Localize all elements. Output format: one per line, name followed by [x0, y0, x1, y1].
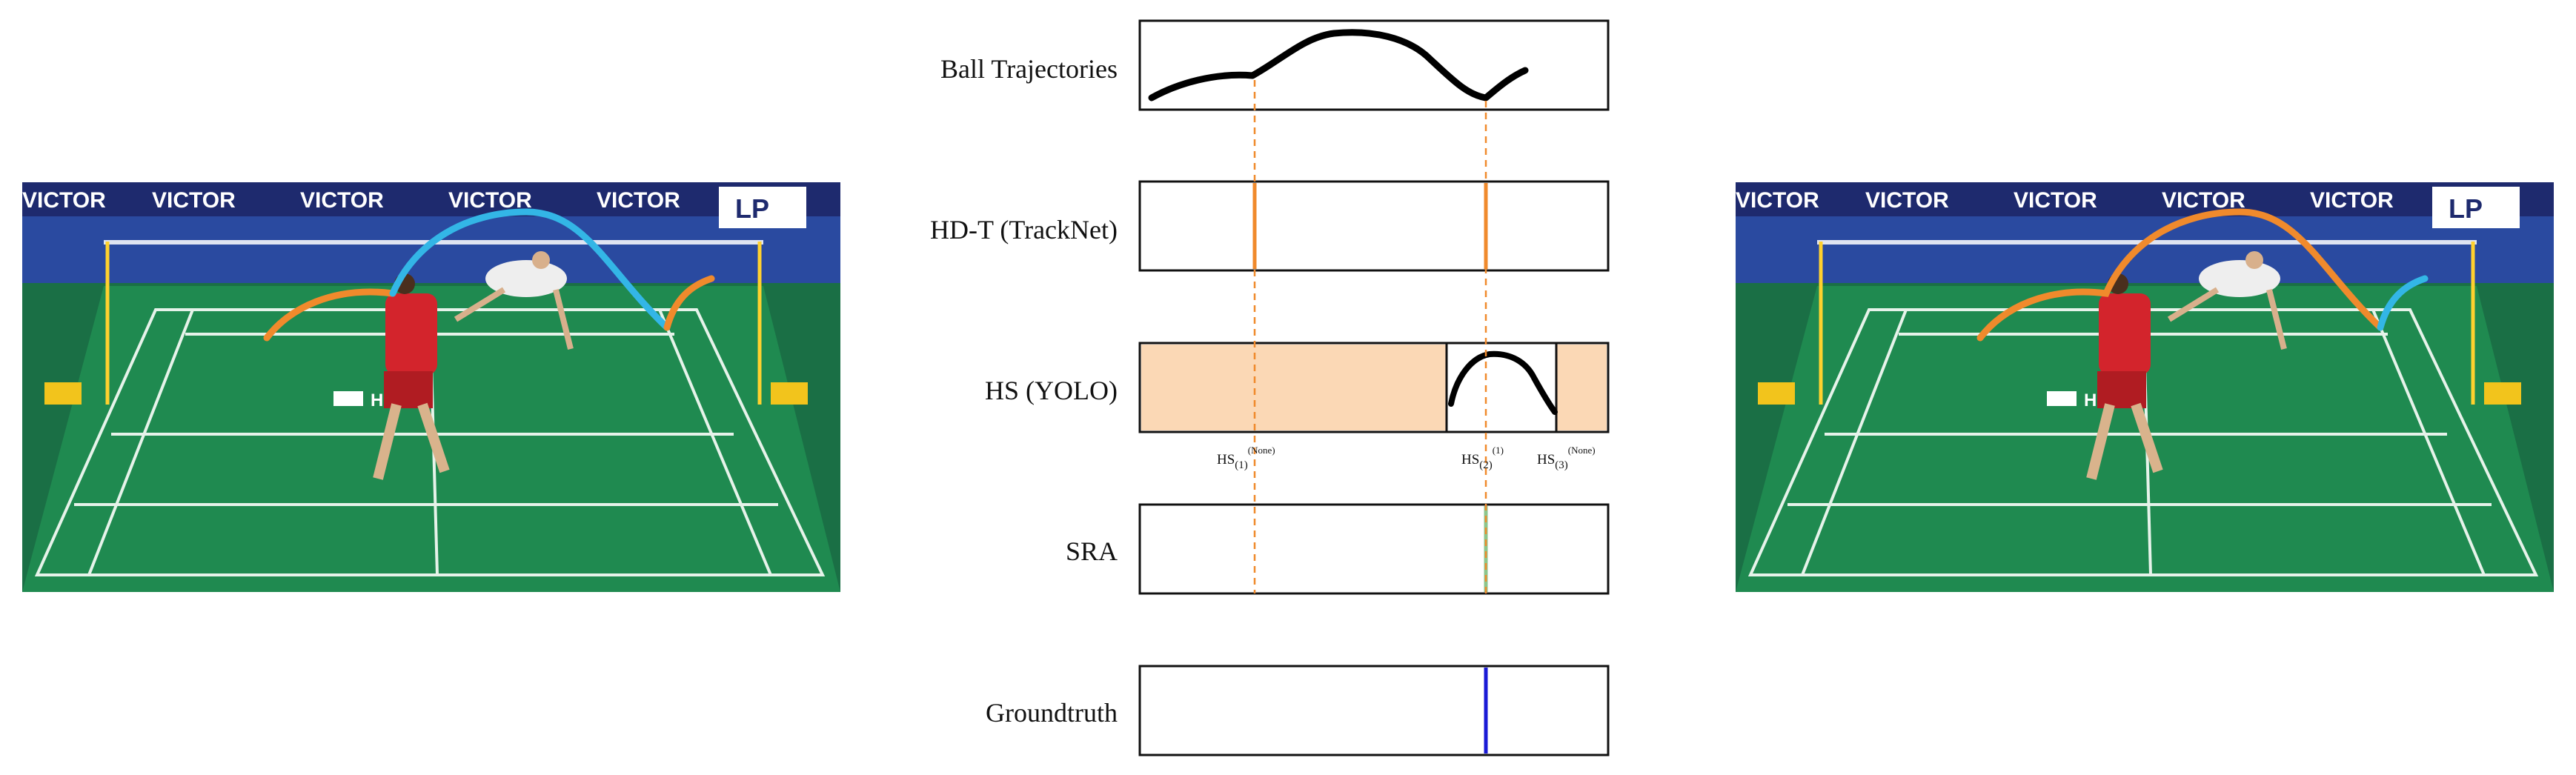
- hs-label-1: HS(1)(None): [1217, 445, 1275, 471]
- hs-segment-2-curve: [1448, 350, 1558, 415]
- svg-text:VICTOR: VICTOR: [597, 188, 680, 213]
- svg-text:VICTOR: VICTOR: [300, 188, 384, 213]
- label-hs-yolo: HS (YOLO): [985, 376, 1118, 405]
- lp-logo-icon: LP: [719, 187, 806, 228]
- victor-logo-icon: VICTOR VICTOR VICTOR VICTOR VICTOR: [1736, 188, 2394, 213]
- label-ball-trajectories: Ball Trajectories: [940, 54, 1118, 84]
- svg-text:VICTOR: VICTOR: [448, 188, 532, 213]
- right-court-scene: VICTOR VICTOR VICTOR VICTOR VICTOR LP HS…: [1736, 182, 2554, 592]
- svg-text:VICTOR: VICTOR: [2014, 188, 2097, 213]
- label-groundtruth: Groundtruth: [986, 698, 1118, 728]
- svg-text:VICTOR: VICTOR: [1736, 188, 1819, 213]
- svg-text:VICTOR: VICTOR: [152, 188, 236, 213]
- victor-logo-icon: VICTOR VICTOR VICTOR VICTOR VICTOR: [22, 188, 680, 213]
- svg-text:LP: LP: [735, 193, 769, 224]
- left-court-frame: VICTOR VICTOR VICTOR VICTOR VICTOR LP HS…: [22, 182, 840, 592]
- ball-trajectory-curve: [1148, 29, 1529, 102]
- svg-text:VICTOR: VICTOR: [22, 188, 106, 213]
- svg-text:VICTOR: VICTOR: [2162, 188, 2245, 213]
- panel-sra: [1138, 503, 1610, 595]
- label-hd-t-tracknet: HD-T (TrackNet): [930, 215, 1118, 245]
- panel-groundtruth: [1138, 665, 1610, 756]
- near-player: [2086, 273, 2163, 480]
- svg-text:LP: LP: [2449, 193, 2483, 224]
- svg-text:VICTOR: VICTOR: [1865, 188, 1949, 213]
- hs-label-3: HS(3)(None): [1537, 445, 1596, 471]
- hs-segment-1: [1141, 345, 1447, 430]
- left-court-scene: VICTOR VICTOR VICTOR VICTOR VICTOR LP HS…: [22, 182, 840, 592]
- hs-label-2: HS(2)(1): [1461, 445, 1504, 471]
- far-player: [2167, 251, 2287, 350]
- near-player: [373, 273, 450, 480]
- lp-logo-icon: LP: [2432, 187, 2520, 228]
- right-court-frame: VICTOR VICTOR VICTOR VICTOR VICTOR LP HS…: [1736, 182, 2554, 592]
- far-player: [454, 251, 574, 350]
- hs-segment-3: [1556, 345, 1607, 430]
- panel-hd-t-tracknet: [1138, 180, 1610, 272]
- svg-text:VICTOR: VICTOR: [2310, 188, 2394, 213]
- label-sra: SRA: [1065, 536, 1118, 566]
